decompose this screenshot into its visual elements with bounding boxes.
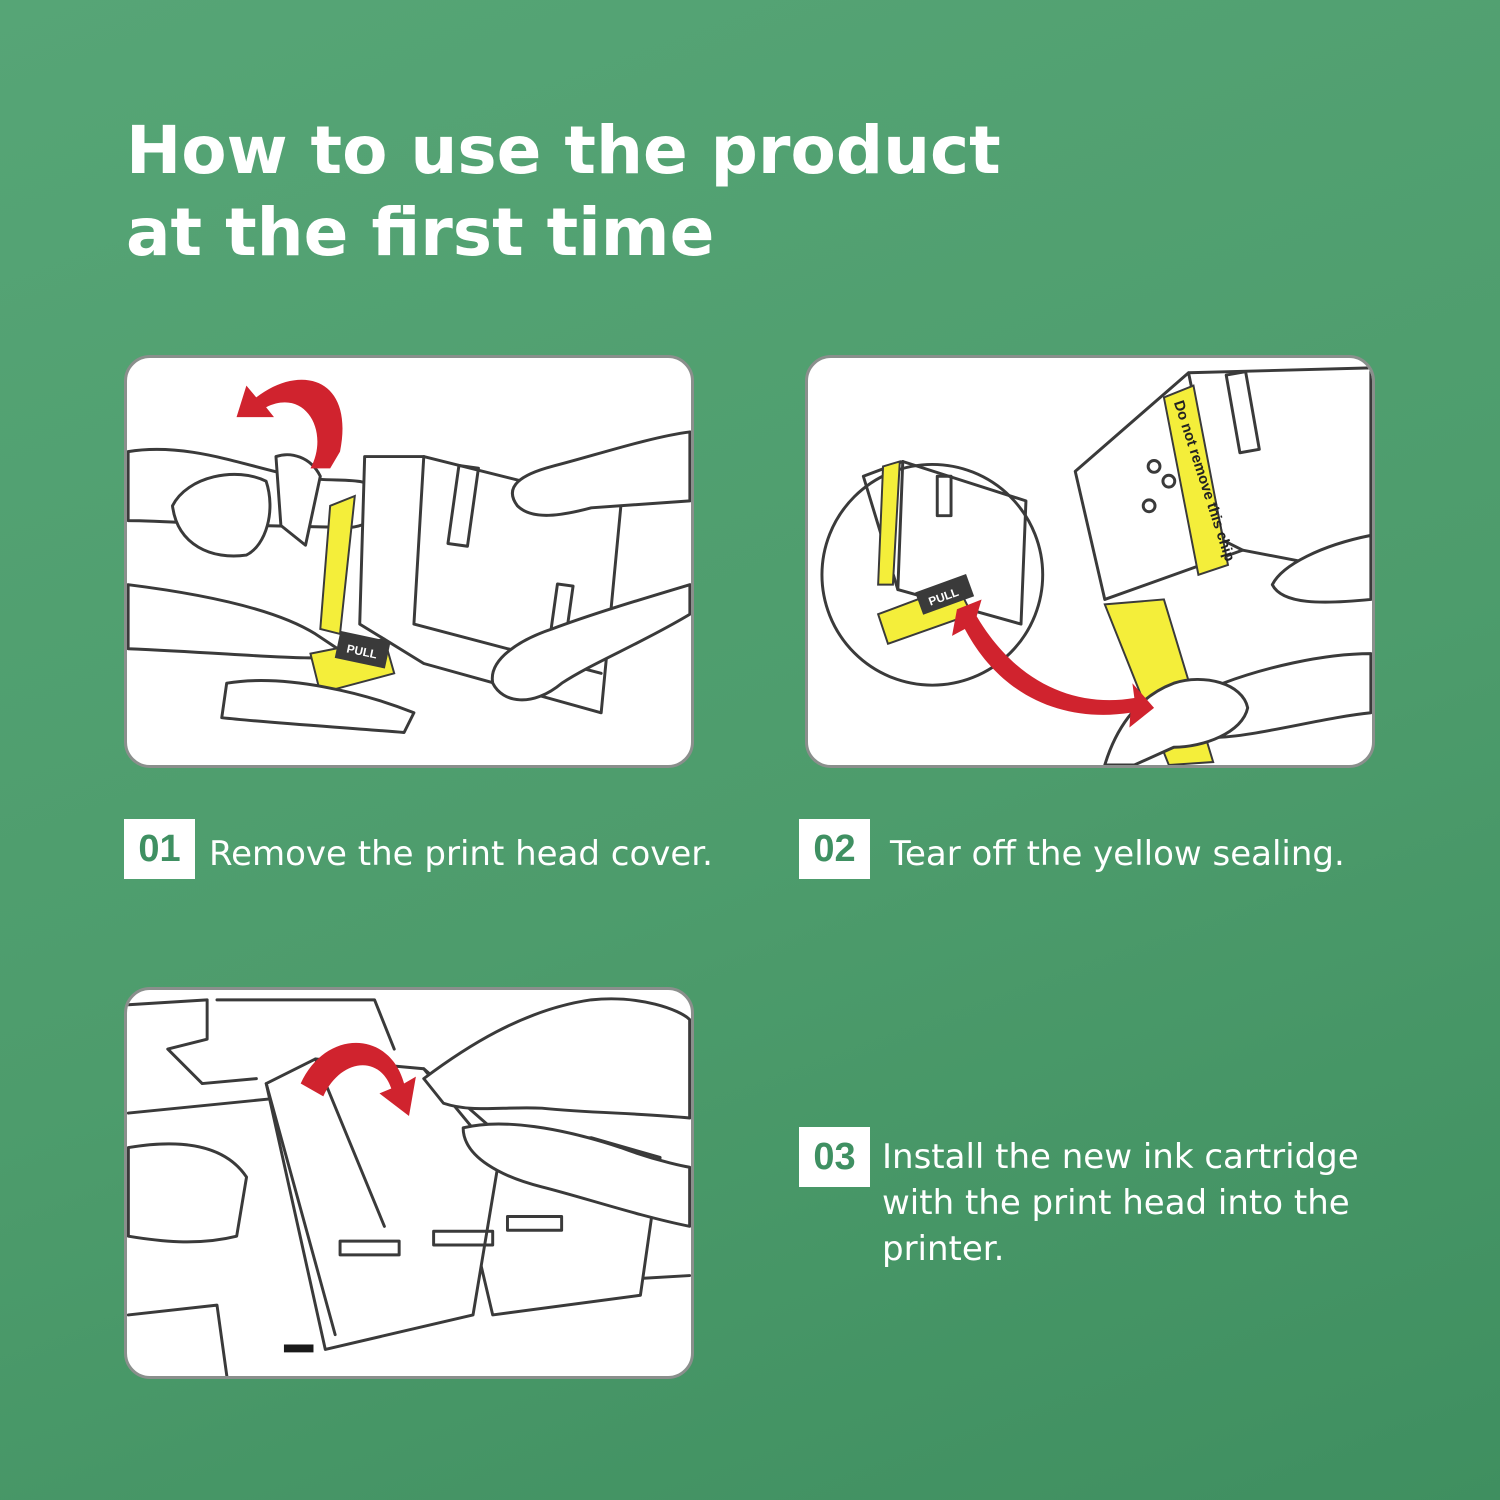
step-1-illustration: PULL	[124, 355, 694, 768]
chip-contact-2	[1161, 473, 1177, 489]
double-arrow-icon	[952, 599, 1155, 728]
step-1-line-1: Remove the print head cover.	[209, 834, 713, 874]
install-cartridge-illustration	[127, 997, 691, 1376]
magnifier-circle	[820, 462, 1045, 687]
step-1-text: Remove the print head cover.	[209, 831, 713, 877]
page-title: How to use the product at the first time	[126, 110, 1226, 274]
step-3-text: Install the new ink cartridge with the p…	[882, 1134, 1359, 1272]
step-2-badge: 02	[799, 819, 870, 879]
magnified-tape	[877, 460, 901, 586]
step-3-illustration	[124, 987, 694, 1379]
remove-cover-illustration: PULL	[127, 379, 691, 734]
chip-contact-3	[1141, 498, 1157, 514]
existing-cartridge-slot	[505, 1215, 564, 1232]
left-fingers	[127, 583, 347, 660]
right-hand-top	[510, 430, 691, 517]
step-3-badge: 03	[799, 1127, 870, 1187]
step-2-line-1: Tear off the yellow sealing.	[890, 834, 1345, 874]
magnified-pull-box	[915, 573, 975, 615]
cartridge-slot-1	[446, 463, 480, 548]
contact-strip	[283, 1344, 314, 1353]
thumb-pulling	[1103, 678, 1250, 765]
step-3-line-3: printer.	[882, 1229, 1005, 1269]
cartridge-upright-slot	[1224, 370, 1261, 455]
step-2-illustration: PULL Do not remove this chip	[805, 355, 1375, 768]
new-cartridge-slot-1	[338, 1239, 401, 1257]
pull-label: PULL	[345, 641, 378, 661]
hand-fingers	[461, 1122, 691, 1228]
chip-tape	[1162, 384, 1230, 577]
right-hand-upper	[1270, 533, 1372, 604]
left-edge-hand	[127, 1142, 249, 1244]
pull-label-box	[334, 630, 391, 669]
left-thumb	[171, 473, 272, 558]
title-line-1: How to use the product	[126, 112, 1001, 189]
insert-arrow-icon	[300, 1042, 416, 1117]
magnified-slot	[935, 474, 953, 518]
tear-seal-illustration: PULL Do not remove this chip	[820, 366, 1372, 765]
right-hand-bottom	[490, 583, 691, 702]
rotate-arrow-icon	[236, 379, 343, 469]
magnified-edge	[896, 459, 905, 592]
step-2-text: Tear off the yellow sealing.	[890, 831, 1345, 877]
title-line-2: at the first time	[126, 194, 715, 271]
step-3-line-2: with the print head into the	[882, 1183, 1350, 1223]
head-cover	[274, 453, 322, 547]
step-1-badge: 01	[124, 819, 195, 879]
hand-pushing	[422, 997, 691, 1120]
cover-lower	[220, 679, 416, 734]
chip-contact-1	[1146, 459, 1162, 474]
new-cartridge-slot-2	[432, 1229, 495, 1247]
printer-frame-top	[127, 998, 396, 1086]
step-3-line-1: Install the new ink cartridge	[882, 1137, 1359, 1177]
